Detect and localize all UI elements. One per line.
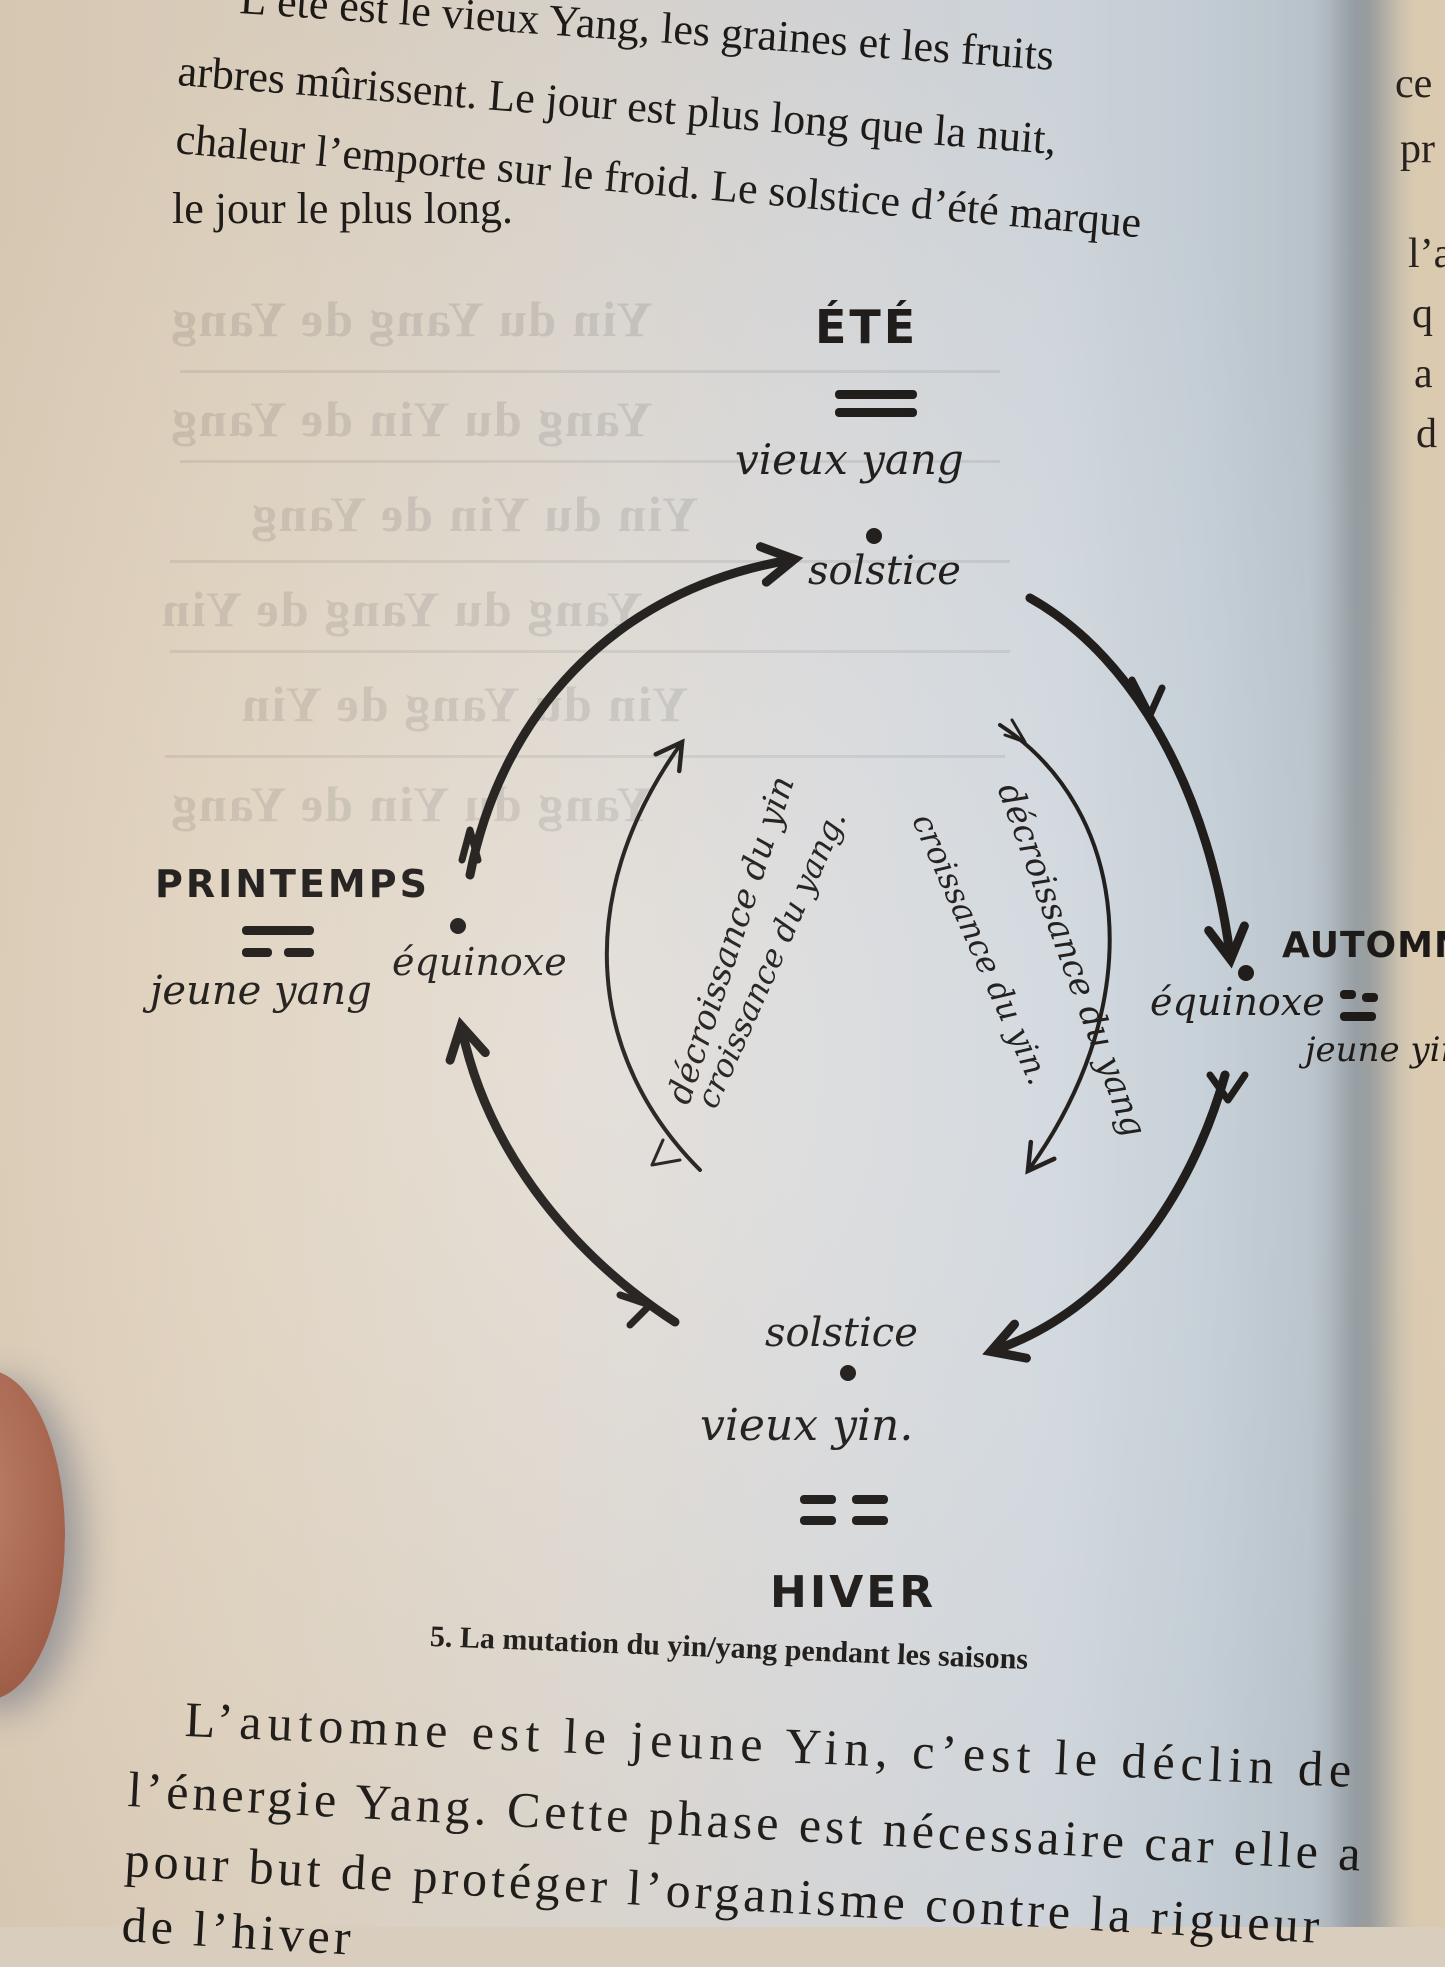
facing-fragment: q xyxy=(1412,291,1433,337)
arrow-winter-to-spring xyxy=(445,1016,680,1327)
solstice-point xyxy=(866,528,882,544)
arrow-summer-to-autumn xyxy=(1025,593,1249,969)
arrow-inner-right xyxy=(998,723,1112,1175)
facing-fragment: pr xyxy=(1400,126,1435,172)
season-name: HIVER xyxy=(770,1567,937,1618)
phase-label: jeune yang xyxy=(150,968,372,1014)
ghost-rule xyxy=(165,755,1005,758)
facing-fragment: a xyxy=(1414,351,1433,397)
facing-fragment: ce xyxy=(1395,61,1433,107)
trigram-bar-broken xyxy=(852,1516,888,1525)
point-label: équinoxe xyxy=(1150,980,1325,1024)
trigram-bar-broken xyxy=(242,948,272,957)
trigram-bar-solid xyxy=(835,390,917,399)
trigram-bar-broken xyxy=(800,1516,836,1525)
trigram-bar-broken xyxy=(284,948,314,957)
trigram-bar-broken xyxy=(1340,990,1356,999)
solstice-point xyxy=(840,1365,856,1381)
point-label: solstice xyxy=(808,548,961,594)
arrow-spring-to-summer xyxy=(465,542,804,880)
page-gutter-shadow xyxy=(1330,0,1400,1927)
trigram-bar-broken xyxy=(800,1495,836,1504)
facing-fragment: l’a xyxy=(1408,231,1445,277)
point-label: solstice xyxy=(765,1310,918,1356)
phase-label: vieux yang xyxy=(735,435,964,484)
point-label: équinoxe xyxy=(392,940,567,984)
figure-number: 5. xyxy=(429,1620,454,1654)
equinox-point xyxy=(1238,965,1254,981)
trigram-bar-broken xyxy=(1362,993,1378,1002)
trigram-bar-solid xyxy=(1340,1012,1376,1021)
season-name: PRINTEMPS xyxy=(155,862,430,906)
arrow-autumn-to-winter xyxy=(982,1070,1230,1363)
book-page xyxy=(0,0,1445,1927)
yin-yang-cycle-diagram xyxy=(445,542,1249,1363)
trigram-bar-broken xyxy=(852,1495,888,1504)
phase-label: jeune yin xyxy=(1305,1030,1445,1070)
text-line: de l’hiver xyxy=(120,1896,357,1966)
trigram-bar-solid xyxy=(835,408,917,417)
season-name: ÉTÉ xyxy=(815,300,919,354)
ghost-rule xyxy=(180,460,1000,463)
facing-fragment: d xyxy=(1416,411,1437,457)
ghost-rule xyxy=(170,560,1010,563)
ghost-rule xyxy=(180,370,1000,373)
phase-label: vieux yin. xyxy=(700,1400,914,1451)
season-name: AUTOMNE xyxy=(1282,925,1445,966)
arrow-inner-left xyxy=(604,738,702,1172)
equinox-point xyxy=(450,918,466,934)
text-line: le jour le plus long. xyxy=(172,184,513,233)
trigram-bar-solid xyxy=(242,926,314,935)
